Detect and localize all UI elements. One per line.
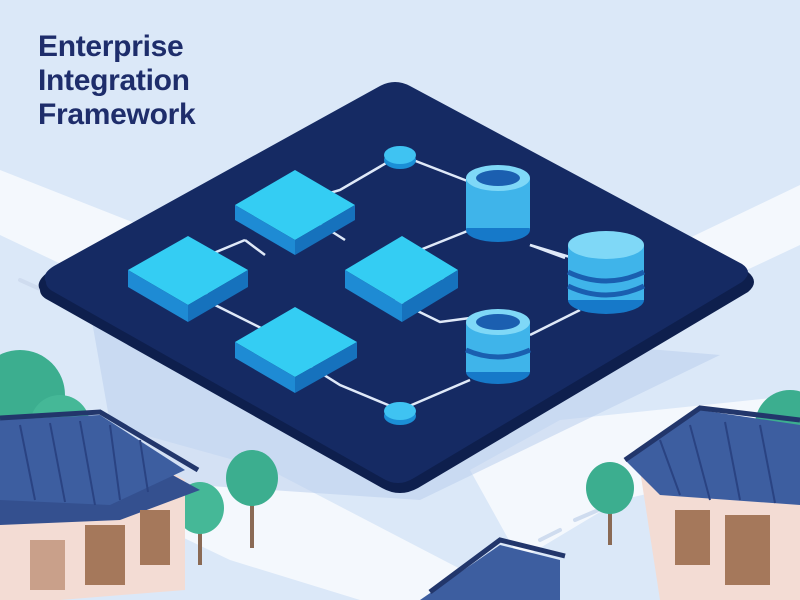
- circle-node-icon: [384, 146, 416, 169]
- database-cylinder-icon: [466, 165, 530, 242]
- title-line-3: Framework: [38, 98, 196, 131]
- square-module-icon: [128, 236, 248, 322]
- traditional-house-icon: [420, 537, 566, 600]
- square-module-icon: [235, 307, 357, 393]
- title-line-2: Integration: [38, 64, 190, 97]
- page-title: Enterprise Integration Framework: [38, 30, 278, 132]
- square-module-icon: [345, 236, 458, 322]
- square-module-icon: [235, 170, 355, 255]
- database-cylinder-icon: [566, 231, 646, 314]
- tree-icon: [586, 462, 634, 545]
- database-cylinder-icon: [464, 309, 532, 384]
- title-line-1: Enterprise: [38, 30, 184, 63]
- traditional-house-icon: [0, 409, 200, 600]
- tree-icon: [176, 482, 224, 565]
- tree-icon: [226, 450, 278, 548]
- traditional-house-icon: [623, 405, 800, 600]
- circle-node-icon: [384, 402, 416, 425]
